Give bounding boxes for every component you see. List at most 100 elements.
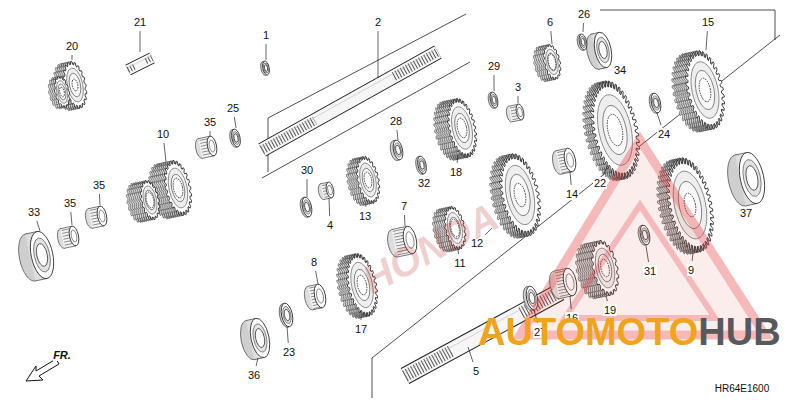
gear-bore <box>456 117 469 138</box>
bearing-outer <box>301 196 314 217</box>
gear-illustration <box>343 154 384 208</box>
bearing-illustration <box>487 91 499 109</box>
gear-bore <box>547 53 557 70</box>
leader-line <box>604 165 608 174</box>
bearing-illustration <box>277 302 295 328</box>
bearing-illustration <box>648 92 663 114</box>
leader-line <box>570 172 571 185</box>
callout-number: 13 <box>358 210 372 222</box>
bearing-illustration <box>237 317 273 362</box>
leader-line <box>706 31 707 50</box>
watermark: AUTOMOTO <box>478 312 698 354</box>
gear-illustration <box>429 96 482 163</box>
bearing-race <box>281 306 292 325</box>
needle-front <box>325 181 335 198</box>
callout-number: 2 <box>374 16 382 28</box>
bearing-illustration <box>414 155 428 175</box>
leader-line <box>71 212 72 225</box>
leader-line <box>365 204 366 207</box>
leader-line <box>287 327 288 343</box>
bearing-outer <box>279 302 295 328</box>
shaft-spline <box>262 121 315 150</box>
needle-front <box>206 135 219 156</box>
bearing-bore <box>528 292 535 304</box>
gear-web <box>448 105 476 151</box>
leader-line <box>404 215 406 226</box>
leader-line <box>329 198 331 216</box>
shaft-illustration <box>128 56 152 71</box>
bearing-outer <box>247 317 273 360</box>
leader-line <box>307 179 308 197</box>
gear-face <box>352 154 383 205</box>
bearing-race <box>579 36 586 48</box>
gear-bore <box>363 171 373 188</box>
shaft-spline <box>405 351 452 376</box>
bearing-outer <box>489 91 499 108</box>
callout-number: 30 <box>300 164 314 176</box>
gear-web <box>544 48 561 76</box>
watermark-triangle-outer <box>520 140 765 335</box>
shaft-body <box>128 58 152 70</box>
gear-illustration <box>123 179 163 225</box>
bearing-race <box>418 158 426 172</box>
callout-number: 18 <box>449 166 463 178</box>
leader-line <box>518 96 519 103</box>
callout-number: 37 <box>739 207 753 219</box>
leader-line <box>210 131 211 136</box>
shaft-spline <box>394 52 438 77</box>
bearing-race <box>651 95 660 110</box>
bearing-race <box>31 236 53 273</box>
callout-number: 7 <box>400 200 408 212</box>
callout-number: 1 <box>262 29 270 41</box>
group-frame <box>600 10 775 40</box>
leader-line <box>140 31 141 52</box>
leader-line <box>468 347 473 362</box>
needle-front <box>562 147 578 173</box>
needle-front <box>312 283 328 309</box>
bearing-bore <box>653 98 659 108</box>
callout-number: 17 <box>354 323 368 335</box>
needle-edge <box>64 246 76 248</box>
bearing-illustration <box>228 128 242 148</box>
bearing-illustration <box>389 139 405 161</box>
bearing-race <box>740 158 764 198</box>
bearing-bore <box>35 243 50 268</box>
leader-line <box>570 296 571 309</box>
leader-line <box>494 75 495 91</box>
leader-line <box>583 23 584 32</box>
callout-number: 8 <box>310 256 318 268</box>
needle-bearing <box>505 103 525 122</box>
callout-number: 15 <box>701 16 715 28</box>
callout-number: 35 <box>203 116 217 128</box>
gear-face <box>52 75 73 109</box>
needle-bearing <box>84 205 109 229</box>
gear-bore <box>697 77 713 103</box>
gear-face <box>160 158 196 218</box>
gear-hub <box>144 189 157 210</box>
needle-bore <box>98 210 106 223</box>
needle-front <box>68 225 81 246</box>
bearing-illustration <box>260 60 271 75</box>
gear-bore <box>59 87 65 98</box>
leader-line <box>361 317 362 320</box>
callout-number: 35 <box>63 197 77 209</box>
leader-line <box>234 117 236 128</box>
leader-line <box>551 31 552 44</box>
leader-line <box>692 253 694 261</box>
gear-hub <box>599 103 631 157</box>
gear-web <box>686 59 723 121</box>
leader-line <box>256 358 258 366</box>
gear-illustration <box>46 75 73 111</box>
callout-number: 5 <box>472 365 480 377</box>
callout-number: 9 <box>687 264 695 276</box>
bearing-bore <box>395 145 401 155</box>
gear-bore <box>145 191 155 208</box>
gear-hub <box>546 52 558 71</box>
callout-number: 29 <box>487 60 501 72</box>
leader-line <box>266 44 267 60</box>
bearing-illustration <box>723 150 768 208</box>
gear-bore <box>71 79 79 92</box>
bearing-outer <box>230 128 242 147</box>
bearing-illustration <box>299 196 314 218</box>
bearing-bore <box>233 133 239 142</box>
